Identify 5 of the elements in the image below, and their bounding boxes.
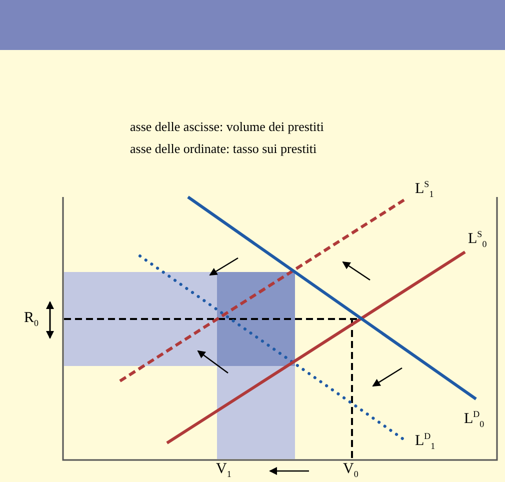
axis-description: asse delle ordinate: tasso sui prestiti [130, 142, 317, 156]
axis-label: V$_{1}$ [216, 461, 232, 480]
axis-description: asse delle ascisse: volume dei prestiti [130, 120, 324, 134]
axis-label: R$_{0}$ [24, 310, 39, 329]
axis-label: V$_{0}$ [343, 461, 358, 480]
